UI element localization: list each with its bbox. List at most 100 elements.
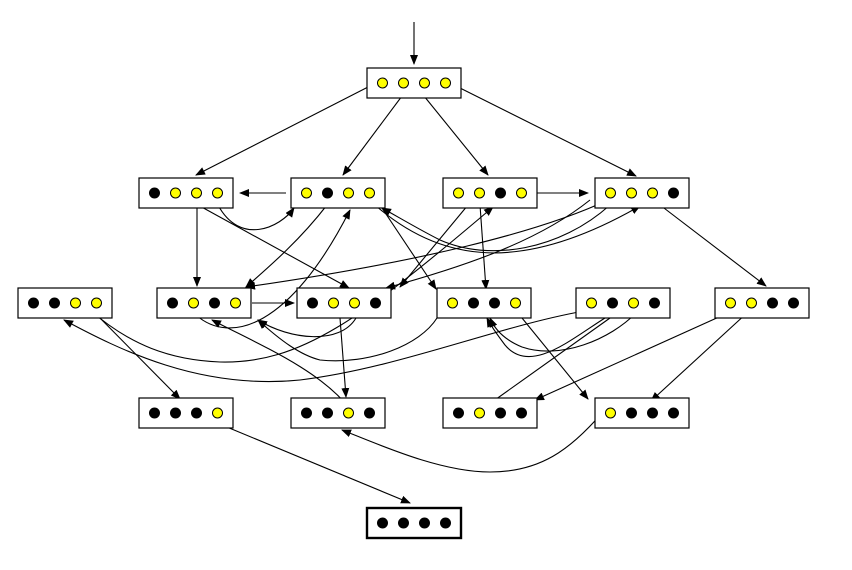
state-node-1011: [290, 177, 386, 209]
transition-arrow: [423, 95, 489, 176]
state-dot-on: [586, 297, 597, 309]
state-node-1000: [594, 397, 690, 429]
state-dot-off: [440, 517, 451, 529]
state-dot-on: [440, 77, 451, 89]
state-dot-on: [453, 187, 464, 199]
transition-arrow: [374, 204, 641, 254]
state-dot-off: [626, 407, 637, 419]
state-dot-on: [725, 297, 736, 309]
state-dot-on: [474, 407, 485, 419]
state-dot-on: [70, 297, 81, 309]
state-dot-off: [307, 297, 318, 309]
state-dot-on: [605, 187, 616, 199]
transition-arrow: [381, 207, 437, 290]
transition-arrow: [381, 204, 611, 252]
state-dot-on: [510, 297, 521, 309]
state-dot-off: [419, 517, 430, 529]
state-dot-on: [328, 297, 339, 309]
state-dot-on: [349, 297, 360, 309]
state-dot-off: [149, 187, 160, 199]
state-dot-on: [91, 297, 102, 309]
state-dot-off: [191, 407, 202, 419]
state-dot-off: [370, 297, 381, 309]
transition-arrow: [399, 204, 469, 288]
transition-arrow: [245, 204, 328, 288]
state-node-0000: [365, 506, 463, 540]
transition-arrow: [221, 424, 411, 504]
state-dot-on: [212, 407, 223, 419]
state-dot-on: [188, 297, 199, 309]
transition-arrow: [479, 204, 490, 290]
transition-arrow: [195, 209, 351, 329]
state-node-0001: [138, 397, 234, 429]
state-dot-on: [628, 297, 639, 309]
state-dot-on: [212, 187, 223, 199]
state-dot-off: [516, 407, 527, 419]
state-dot-on: [301, 187, 312, 199]
transition-arrow: [245, 199, 609, 290]
state-dot-off: [322, 187, 333, 199]
transition-arrow: [489, 311, 638, 352]
state-dot-off: [209, 297, 220, 309]
state-dot-off: [28, 297, 39, 309]
transition-arrow: [341, 412, 603, 473]
transition-arrow: [385, 199, 591, 290]
transition-arrow: [342, 95, 403, 176]
state-dot-off: [377, 517, 388, 529]
transition-arrow: [650, 311, 749, 402]
state-dot-off: [607, 297, 618, 309]
state-node-0011: [17, 287, 113, 319]
state-node-1110: [594, 177, 690, 209]
transition-arrow: [96, 314, 181, 400]
state-node-0100: [442, 397, 538, 429]
transition-arrow: [486, 317, 606, 358]
state-dot-off: [468, 297, 479, 309]
state-dot-on: [343, 407, 354, 419]
state-dot-on: [626, 187, 637, 199]
transition-arrow: [477, 317, 611, 413]
transition-arrow: [211, 319, 351, 410]
state-dot-off: [364, 407, 375, 419]
state-nodes: [17, 67, 810, 540]
state-dot-off: [495, 187, 506, 199]
state-dot-on: [343, 187, 354, 199]
transition-arrow: [195, 85, 371, 176]
state-dot-off: [495, 407, 506, 419]
state-dot-off: [649, 297, 660, 309]
state-dot-on: [230, 297, 241, 309]
transition-arrow: [217, 204, 295, 231]
state-dot-off: [49, 297, 60, 309]
state-node-0101: [156, 287, 252, 319]
state-node-1111: [366, 67, 462, 99]
state-node-1010: [575, 287, 671, 319]
state-dot-off: [668, 407, 679, 419]
state-dot-off: [167, 297, 178, 309]
state-dot-on: [474, 187, 485, 199]
state-dot-off: [301, 407, 312, 419]
state-dot-off: [453, 407, 464, 419]
state-dot-off: [788, 297, 799, 309]
state-node-0110: [296, 287, 392, 319]
state-dot-off: [489, 297, 500, 309]
state-dot-on: [419, 77, 430, 89]
transition-arrow: [521, 317, 589, 400]
state-node-0111: [138, 177, 234, 209]
state-node-1101: [442, 177, 538, 209]
transition-edges: [63, 22, 767, 504]
state-dot-on: [647, 187, 658, 199]
state-dot-off: [170, 407, 181, 419]
state-dot-off: [398, 517, 409, 529]
transition-arrow: [89, 206, 494, 363]
state-dot-off: [647, 407, 658, 419]
transition-arrow: [534, 311, 731, 401]
state-node-1001: [436, 287, 532, 319]
state-dot-on: [398, 77, 409, 89]
state-dot-on: [191, 187, 202, 199]
state-dot-off: [668, 187, 679, 199]
state-node-1100: [714, 287, 810, 319]
state-dot-on: [170, 187, 181, 199]
transition-arrow: [197, 204, 350, 289]
state-dot-on: [516, 187, 527, 199]
